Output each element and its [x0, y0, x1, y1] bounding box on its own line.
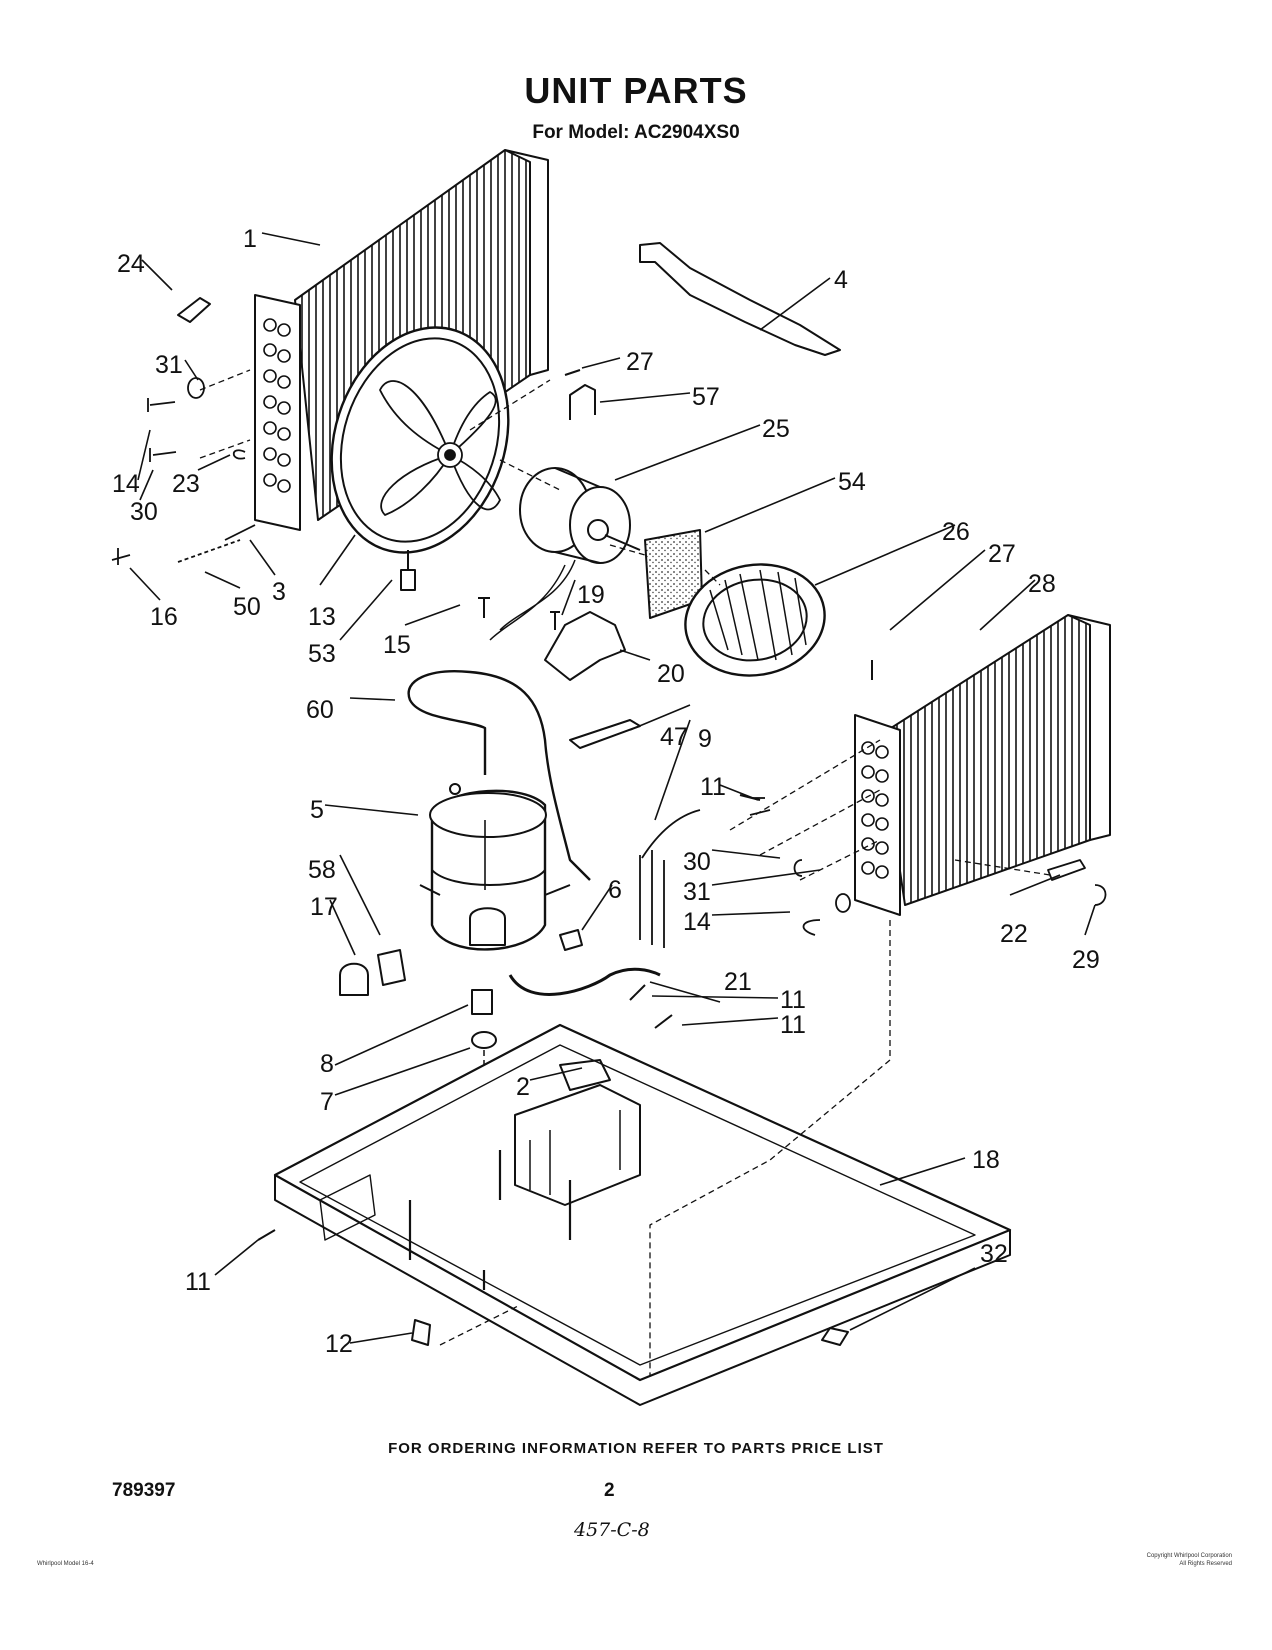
callout: 27 — [988, 540, 1016, 568]
screw-part-11-c — [257, 1229, 276, 1241]
wire-harness-part-21 — [508, 967, 661, 996]
bracket-part-32 — [821, 1327, 849, 1346]
evaporator-coil — [854, 614, 1111, 916]
tubing-part-60 — [407, 670, 591, 881]
callout: 21 — [724, 968, 752, 996]
callout: 5 — [310, 796, 324, 824]
callout: 60 — [306, 696, 334, 724]
callout: 14 — [683, 908, 711, 936]
callout: 11 — [780, 986, 806, 1014]
callout: 26 — [942, 518, 970, 546]
page-number: 2 — [604, 1480, 615, 1501]
condenser-fan-blade — [379, 380, 501, 516]
model-subtitle: For Model: AC2904XS0 — [532, 122, 740, 143]
bracket-part-4 — [639, 242, 841, 356]
terminal-part-6 — [559, 929, 583, 951]
callout: 4 — [834, 266, 848, 294]
page-title: UNIT PARTS — [524, 70, 748, 111]
motor-mount-part-20 — [544, 611, 626, 681]
callout: 58 — [308, 856, 336, 884]
callout: 9 — [698, 725, 712, 753]
screw-part-11-b — [654, 1014, 673, 1029]
fine-print-right-line-2: All Rights Reserved — [1179, 1561, 1232, 1567]
callout: 11 — [700, 773, 726, 801]
callout: 11 — [780, 1011, 806, 1039]
callout: 6 — [608, 876, 622, 904]
callout-labels: 1 24 4 31 27 57 25 14 23 30 54 26 27 28 … — [112, 225, 1100, 1358]
callout: 11 — [185, 1268, 211, 1296]
screw-part-11-a — [629, 984, 646, 1001]
callout: 15 — [383, 631, 411, 659]
document-number: 789397 — [112, 1480, 176, 1501]
callout: 32 — [980, 1240, 1008, 1268]
clip-part-57 — [569, 384, 596, 420]
fan-shroud — [330, 326, 510, 572]
base-pan — [273, 1023, 1012, 1406]
cover-part-17 — [339, 962, 369, 996]
callout: 31 — [683, 878, 711, 906]
callout: 14 — [112, 470, 140, 498]
fine-print-left: Whirlpool Model 16-4 — [37, 1561, 94, 1567]
blower-wheel — [684, 563, 826, 677]
callout: 23 — [172, 470, 200, 498]
callout: 8 — [320, 1050, 334, 1078]
callout: 16 — [150, 603, 178, 631]
callout: 50 — [233, 593, 261, 621]
callout: 54 — [838, 468, 866, 496]
callout: 2 — [516, 1073, 530, 1101]
screw-part-27-top — [564, 369, 581, 376]
callout: 22 — [1000, 920, 1028, 948]
callout: 25 — [762, 415, 790, 443]
callout: 12 — [325, 1330, 353, 1358]
callout: 47 — [660, 723, 688, 751]
fine-print-right-line-1: Copyright Whirlpool Corporation — [1146, 1553, 1232, 1559]
part-24-drain-plug — [177, 297, 211, 323]
callout: 18 — [972, 1146, 1000, 1174]
callout: 13 — [308, 603, 336, 631]
right-coil-fittings — [639, 797, 1107, 948]
callout: 53 — [308, 640, 336, 668]
callout: 19 — [577, 581, 605, 609]
clip-part-12 — [411, 1319, 431, 1346]
callout: 17 — [310, 893, 338, 921]
callout: 28 — [1028, 570, 1056, 598]
callout: 7 — [320, 1088, 334, 1116]
gasket-part-58 — [377, 949, 406, 986]
callout: 30 — [683, 848, 711, 876]
grommet-part-8 — [471, 989, 493, 1015]
callout: 30 — [130, 498, 158, 526]
ordering-note: FOR ORDERING INFORMATION REFER TO PARTS … — [388, 1440, 884, 1457]
callout: 1 — [243, 225, 257, 253]
callout: 57 — [692, 383, 720, 411]
clip-part-53 — [400, 569, 416, 591]
callout: 3 — [272, 578, 286, 606]
callout: 24 — [117, 250, 145, 278]
screw-part-19 — [550, 611, 560, 630]
callout: 27 — [626, 348, 654, 376]
callout: 20 — [657, 660, 685, 688]
fan-motor — [489, 467, 641, 641]
fine-print-right: Copyright Whirlpool Corporation All Righ… — [1147, 1552, 1232, 1568]
callout: 31 — [155, 351, 183, 379]
callout: 29 — [1072, 946, 1100, 974]
screw-part-15 — [478, 597, 490, 618]
mount-part-7 — [471, 1031, 497, 1049]
strap-part-9 — [569, 719, 641, 749]
handwritten-note: 457-C-8 — [574, 1519, 650, 1541]
compressor — [419, 783, 571, 951]
